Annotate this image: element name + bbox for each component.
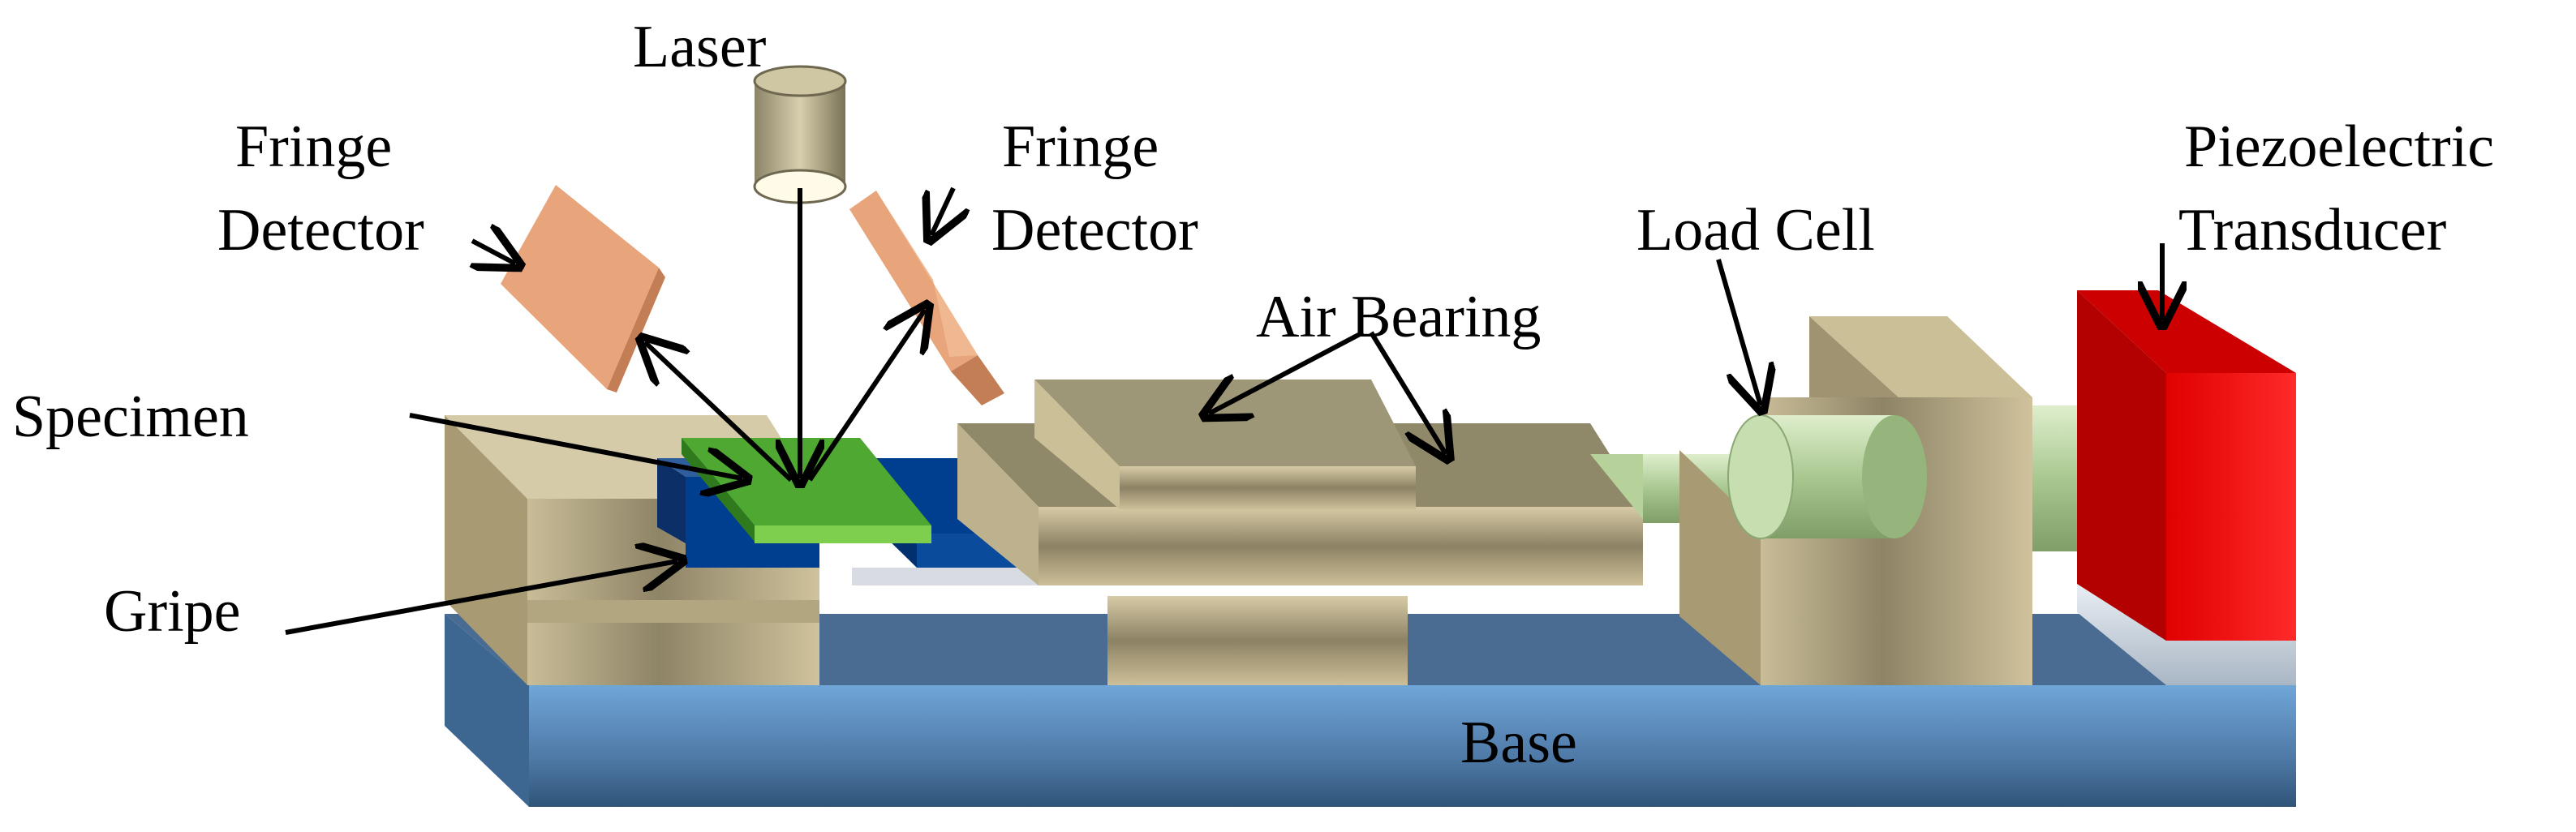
base-label: Base	[1460, 710, 1577, 776]
laser-beams	[645, 188, 925, 480]
laser-label: Laser	[633, 14, 766, 80]
fringe-detector-left-label-line1: Fringe	[235, 114, 392, 180]
fringe-detector-right	[849, 191, 1004, 405]
load-cell-label: Load Cell	[1636, 197, 1875, 264]
fringe-detector-left	[501, 185, 665, 392]
piezoelectric-transducer-label-line2: Transducer	[2178, 197, 2446, 264]
air-bearing	[957, 380, 1643, 685]
load-cell-cylinder	[1727, 414, 1927, 539]
specimen-label: Specimen	[12, 384, 249, 450]
fringe-detector-right-label-line1: Fringe	[1002, 114, 1159, 180]
label-pointers	[285, 187, 2162, 635]
gripe-label: Gripe	[104, 578, 241, 645]
fringe-detector-right-label-line2: Detector	[991, 197, 1198, 264]
piezoelectric-transducer-label-line1: Piezoelectric	[2184, 114, 2494, 180]
piezoelectric-transducer	[2077, 290, 2296, 685]
fringe-detector-left-label-line2: Detector	[217, 197, 424, 264]
air-bearing-label: Air Bearing	[1256, 284, 1541, 350]
laser-source	[753, 65, 847, 204]
